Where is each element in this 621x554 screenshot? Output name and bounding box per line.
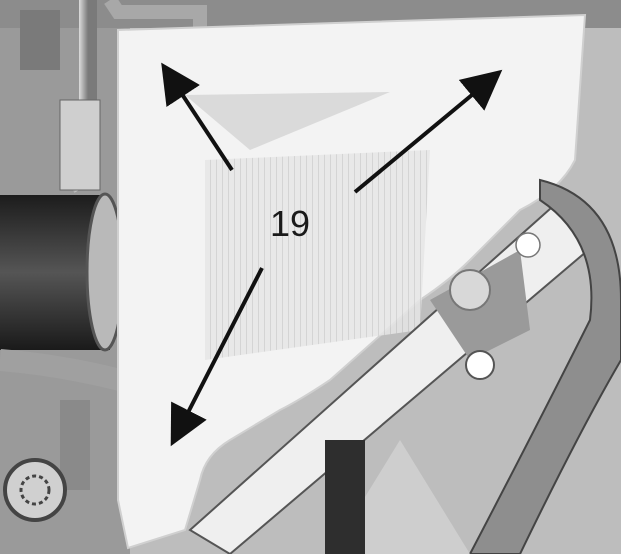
arrow-up-left-icon bbox=[161, 62, 234, 172]
clamp-fitting bbox=[59, 99, 101, 191]
bracket bbox=[20, 10, 60, 70]
fastener bbox=[465, 350, 495, 380]
connector-pins bbox=[19, 474, 51, 506]
panel-shadow bbox=[185, 92, 390, 150]
lower-support bbox=[325, 440, 365, 554]
callout-number-label: 19 bbox=[269, 203, 311, 244]
mounting-bolt bbox=[449, 269, 491, 311]
connector bbox=[3, 458, 67, 522]
arrow-up-right-icon bbox=[353, 69, 503, 194]
bumper-frame bbox=[468, 178, 621, 554]
upper-pipe bbox=[104, 0, 207, 30]
lower-hose bbox=[0, 349, 123, 391]
arrow-down-left-icon bbox=[170, 267, 264, 447]
radiator-fins bbox=[205, 150, 430, 360]
fastener-upper bbox=[515, 232, 541, 258]
sensor-fitting bbox=[60, 400, 90, 490]
